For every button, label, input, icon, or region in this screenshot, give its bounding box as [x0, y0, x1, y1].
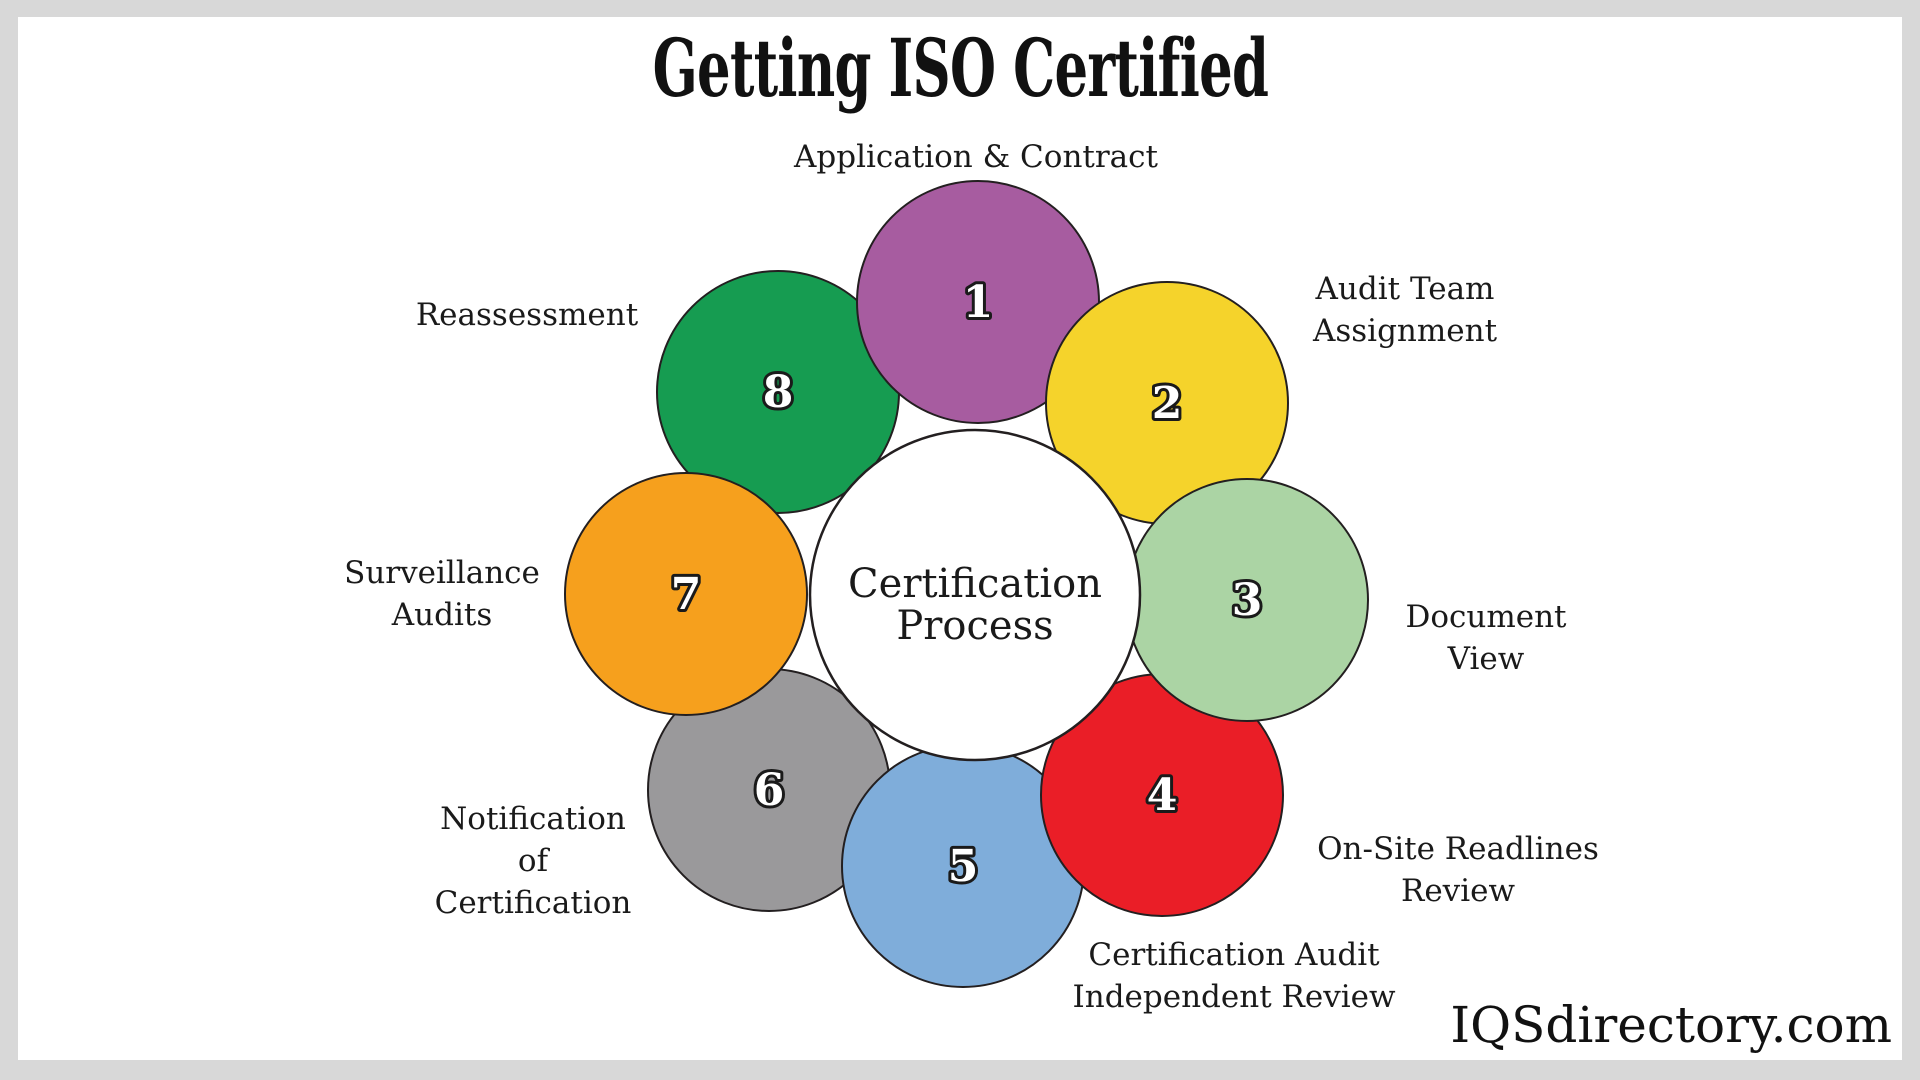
step-number-4: 4: [1147, 770, 1178, 821]
step-number-7: 7: [671, 569, 702, 620]
petal-numbers: 1 2 3 4 5 6 7 8: [668, 274, 1266, 895]
page-title: Getting ISO Certified: [652, 21, 1268, 115]
step-number-1: 1: [963, 277, 994, 328]
watermark: IQSdirectory.com: [1450, 996, 1892, 1054]
step-circle-7: [564, 472, 808, 716]
step-number-6: 6: [754, 765, 785, 816]
center-circle: [808, 428, 1142, 762]
step-number-5: 5: [948, 841, 979, 892]
petal-circles: [564, 180, 1369, 988]
step-number-8: 8: [763, 367, 794, 418]
title-wrap: Getting ISO Certified: [0, 28, 1920, 108]
step-number-2: 2: [1152, 378, 1183, 429]
step-number-3: 3: [1232, 575, 1263, 626]
center-label-line1: Certification: [848, 561, 1102, 607]
center-label-line2: Process: [896, 603, 1053, 649]
